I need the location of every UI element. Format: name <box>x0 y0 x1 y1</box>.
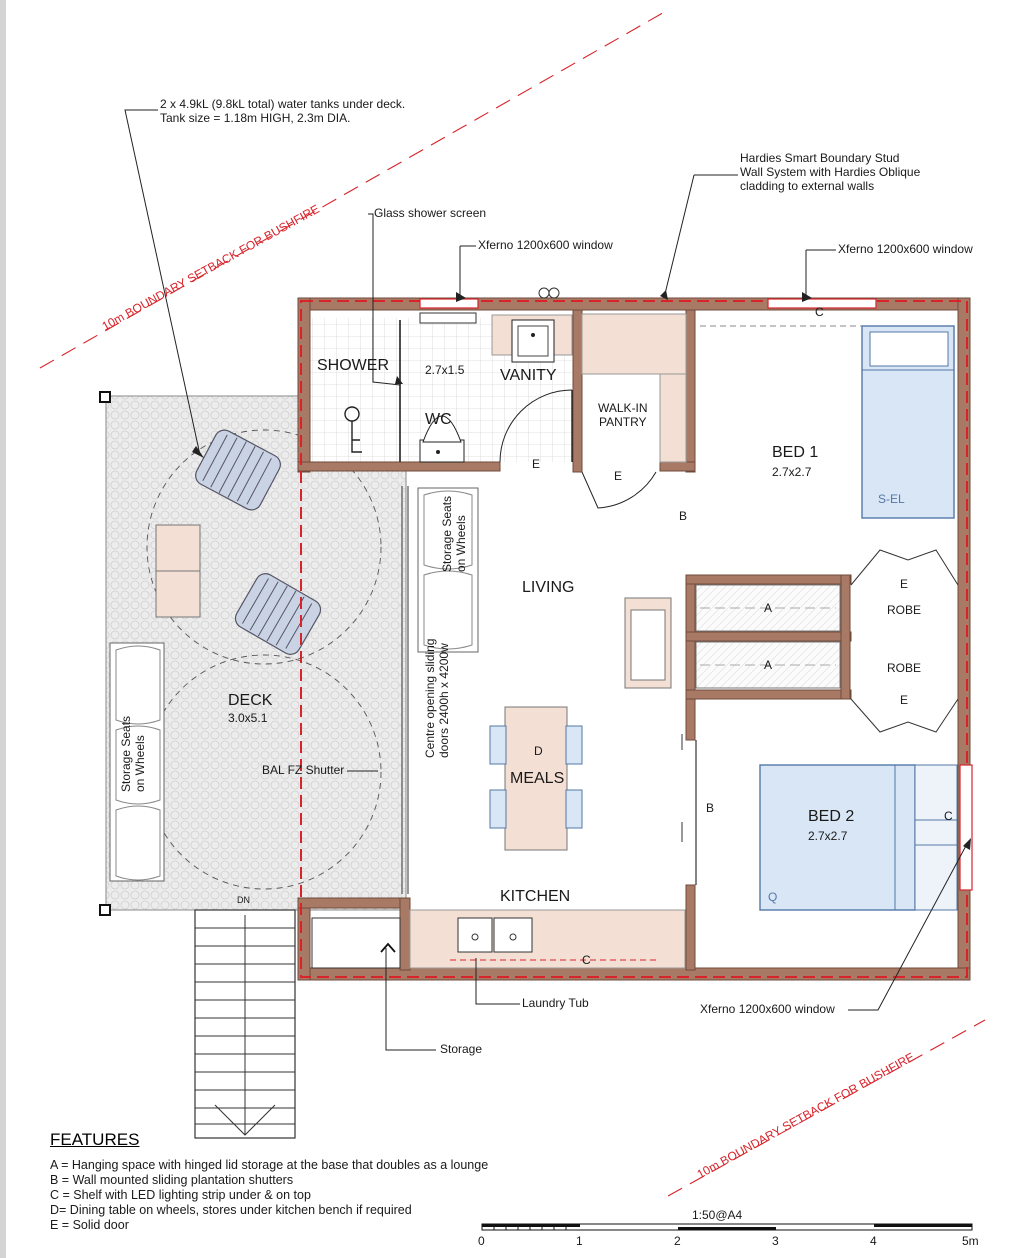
scale-tick-1: 1 <box>576 1234 583 1248</box>
room-meals: MEALS <box>510 770 565 787</box>
room-bed-2: BED 2 <box>808 808 855 825</box>
feature-item: A = Hanging space with hinged lid storag… <box>50 1158 489 1172</box>
feature-item: B = Wall mounted sliding plantation shut… <box>50 1173 294 1187</box>
feature-item: E = Solid door <box>50 1218 129 1232</box>
leader-arrows <box>192 290 971 850</box>
basin <box>511 319 555 363</box>
sink-1 <box>457 917 493 953</box>
marker-e-robe-1: E <box>900 577 909 591</box>
scale-tick-4: 4 <box>870 1234 877 1248</box>
room-bed-1: BED 1 <box>772 444 819 461</box>
laundry-note: Laundry Tub <box>522 996 589 1010</box>
room-shower: SHOWER <box>317 357 389 374</box>
bed-1-size: 2.7x2.7 <box>772 465 812 479</box>
marker-a-1: A <box>764 601 773 615</box>
marker-e-bath: E <box>532 457 541 471</box>
bath-size: 2.7x1.5 <box>425 363 465 377</box>
marker-e-robe-2: E <box>900 693 909 707</box>
living-storage-seats <box>417 487 479 653</box>
scale-tick-0: 0 <box>478 1234 485 1248</box>
deck-post <box>99 391 111 403</box>
scale-tick-2: 2 <box>674 1234 681 1248</box>
robe-doors-2 <box>850 698 959 733</box>
window-note-top-left: Xferno 1200x600 window <box>478 238 613 252</box>
interior-walls <box>399 309 852 971</box>
marker-c-bed2: C <box>944 809 953 823</box>
sliding-doors <box>401 486 409 894</box>
window-note-bottom: Xferno 1200x600 window <box>700 1002 835 1016</box>
shutter-note: BAL FZ Shutter <box>262 763 345 777</box>
bed-2 <box>759 764 916 911</box>
kitchen-bench <box>409 909 686 969</box>
feature-item: C = Shelf with LED lighting strip under … <box>50 1188 311 1202</box>
windows <box>419 298 973 891</box>
robe-doors-1 <box>850 549 959 586</box>
features-list: A = Hanging space with hinged lid storag… <box>50 1158 488 1233</box>
water-tank-1 <box>146 429 382 665</box>
window-blind <box>419 312 477 324</box>
storage-cupboard <box>311 917 401 969</box>
marker-c-kitchen: C <box>582 953 591 967</box>
feature-item: D= Dining table on wheels, stores under … <box>50 1203 412 1217</box>
deck-storage-seats <box>109 642 165 882</box>
scale-bar <box>481 1223 973 1231</box>
dining-chairs <box>489 725 583 829</box>
deck-chair-1 <box>195 429 281 511</box>
marker-a-2: A <box>764 658 773 672</box>
deck-post <box>99 904 111 916</box>
bed-2-size: 2.7x2.7 <box>808 829 848 843</box>
marker-c-bed1: C <box>815 305 824 319</box>
deck-stairs <box>194 909 296 1139</box>
room-kitchen: KITCHEN <box>500 888 571 905</box>
room-deck: DECK <box>228 692 273 709</box>
room-robe-1: ROBE <box>887 603 922 617</box>
marker-b-bed1: B <box>679 509 688 523</box>
features-title: FEATURES <box>50 1130 140 1149</box>
bed-size-q: Q <box>768 890 778 904</box>
bed-2-bedside <box>914 764 958 911</box>
window-note-top-right: Xferno 1200x600 window <box>838 242 973 256</box>
marker-b-living: B <box>706 801 715 815</box>
setback-line-bottom <box>667 1019 986 1197</box>
sink-2 <box>493 917 533 953</box>
room-vanity: VANITY <box>500 367 557 384</box>
marker-d: D <box>534 744 543 758</box>
toilet-cistern <box>419 439 465 463</box>
room-wc: WC <box>425 411 452 428</box>
pantry-shelf-top <box>581 313 687 375</box>
stair-dn: DN <box>237 895 250 905</box>
deck-size: 3.0x5.1 <box>228 711 268 725</box>
leader-lines <box>124 109 969 1051</box>
scale-tick-3: 3 <box>772 1234 779 1248</box>
room-robe-2: ROBE <box>887 661 922 675</box>
glass-screen-note: Glass shower screen <box>374 206 487 220</box>
tanks-note: 2 x 4.9kL (9.8kL total) water tanks unde… <box>160 97 406 125</box>
dining-table <box>504 706 568 851</box>
scale-tick-5: 5m <box>962 1234 979 1248</box>
setback-line-top <box>39 9 669 369</box>
room-living: LIVING <box>522 579 575 596</box>
boundary-line <box>300 300 968 978</box>
pantry-door <box>581 471 657 509</box>
scale-label: 1:50@A4 <box>692 1208 743 1222</box>
bed-size-sel: S-EL <box>878 492 905 506</box>
marker-e-pantry: E <box>614 469 623 483</box>
page-edge <box>0 0 6 1258</box>
deck-chair-2 <box>234 573 322 655</box>
storage-note: Storage <box>440 1042 483 1056</box>
pantry-shelf-side <box>659 373 687 463</box>
